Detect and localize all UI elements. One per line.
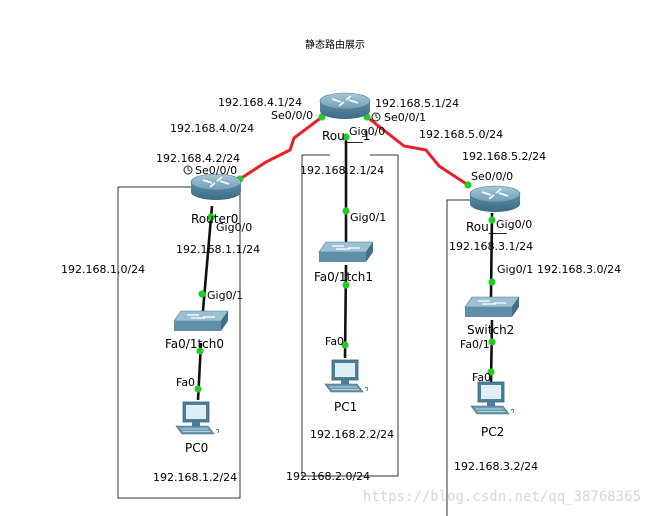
router-icon[interactable] — [469, 185, 521, 213]
port-dot — [342, 281, 350, 289]
diagram-title: 静态路由展示 — [305, 38, 365, 51]
watermark-text: https://blog.csdn.net/qq_38768365 — [363, 489, 641, 505]
r0-gig00-port: Gig0/0 — [216, 221, 252, 234]
pc2-ip: 192.168.3.2/24 — [454, 460, 538, 473]
r1-gig00-ip: 192.168.2.1/24 — [300, 164, 384, 177]
r1-gig00-port: Gig0/0 — [349, 125, 385, 138]
pc2-fa0-port: Fa0 — [472, 371, 491, 384]
router2-label: Rou___ — [466, 220, 508, 234]
r0-se000-port: Se0/0/0 — [195, 164, 237, 177]
pc1-ip: 192.168.2.2/24 — [310, 428, 394, 441]
serial-link-r1-r2[interactable] — [366, 115, 469, 187]
clock-icon — [183, 165, 193, 175]
clock-icon — [371, 112, 381, 122]
pc0-ip: 192.168.1.2/24 — [153, 471, 237, 484]
switch2-label: Switch2 — [467, 323, 514, 337]
sw1-gig01-port: Gig0/1 — [350, 211, 386, 224]
switch-icon[interactable] — [173, 310, 229, 332]
switch-icon[interactable] — [318, 241, 374, 263]
lan-3-boundary — [446, 199, 470, 516]
pc0-label: PC0 — [185, 441, 208, 455]
switch0-label: Fa0/1tch0 — [165, 337, 224, 351]
sw0-gig01-port: Gig0/1 — [207, 289, 243, 302]
pc-icon[interactable] — [470, 381, 515, 415]
port-dot — [488, 338, 496, 346]
network-3-label: 192.168.3.0/24 — [537, 263, 621, 276]
r0-gig00-ip: 192.168.1.1/24 — [176, 243, 260, 256]
pc-icon[interactable] — [175, 401, 220, 435]
r2-se000-ip: 192.168.5.2/24 — [462, 150, 546, 163]
sw2-gig01-port: Gig0/1 — [497, 263, 533, 276]
network-4-label: 192.168.4.0/24 — [170, 122, 254, 135]
port-dot — [488, 278, 496, 286]
router1-label: Rou___1 — [322, 129, 370, 143]
r2-gig00-ip: 192.168.3.1/24 — [449, 240, 533, 253]
router-icon[interactable] — [319, 92, 371, 120]
port-status-dots — [194, 113, 496, 393]
port-dot — [196, 347, 204, 355]
port-dot — [488, 216, 496, 224]
network-5-label: 192.168.5.0/24 — [419, 128, 503, 141]
port-dot — [342, 133, 350, 141]
sw1-fa0-port: Fa0 — [325, 335, 344, 348]
r2-gig00-port: Gig0/0 — [496, 218, 532, 231]
r1-se001-ip: 192.168.5.1/24 — [375, 97, 459, 110]
router-icon[interactable] — [190, 173, 242, 201]
r0-se000-ip: 192.168.4.2/24 — [156, 152, 240, 165]
network-2-label: 192.168.2.0/24 — [286, 470, 370, 483]
port-dot — [194, 385, 202, 393]
port-dot — [342, 207, 350, 215]
port-dot — [198, 290, 206, 298]
router0-label: Router0 — [191, 212, 238, 226]
switch-icon[interactable] — [464, 296, 520, 318]
network-1-label: 192.168.1.0/24 — [61, 263, 145, 276]
r1-se001-port: Se0/0/1 — [384, 111, 426, 124]
port-dot — [341, 341, 349, 349]
port-dot — [464, 181, 472, 189]
lan-2-boundary — [301, 154, 399, 477]
pc1-label: PC1 — [334, 400, 357, 414]
switch1-label: Fa0/1tch1 — [314, 270, 373, 284]
port-dot — [487, 368, 495, 376]
pc2-label: PC2 — [481, 425, 504, 439]
pc-icon[interactable] — [324, 359, 369, 393]
pc0-fa0-port: Fa0 — [176, 376, 195, 389]
port-dot — [207, 213, 215, 221]
serial-link-r1-r0[interactable] — [239, 115, 323, 181]
r2-se000-port: Se0/0/0 — [471, 170, 513, 183]
sw2-fa01-port: Fa0/1 — [460, 338, 490, 351]
r1-se000-ip: 192.168.4.1/24 — [218, 96, 302, 109]
r1-se000-port: Se0/0/0 — [271, 109, 313, 122]
ethernet-link-r0-sw0[interactable] — [200, 205, 214, 323]
